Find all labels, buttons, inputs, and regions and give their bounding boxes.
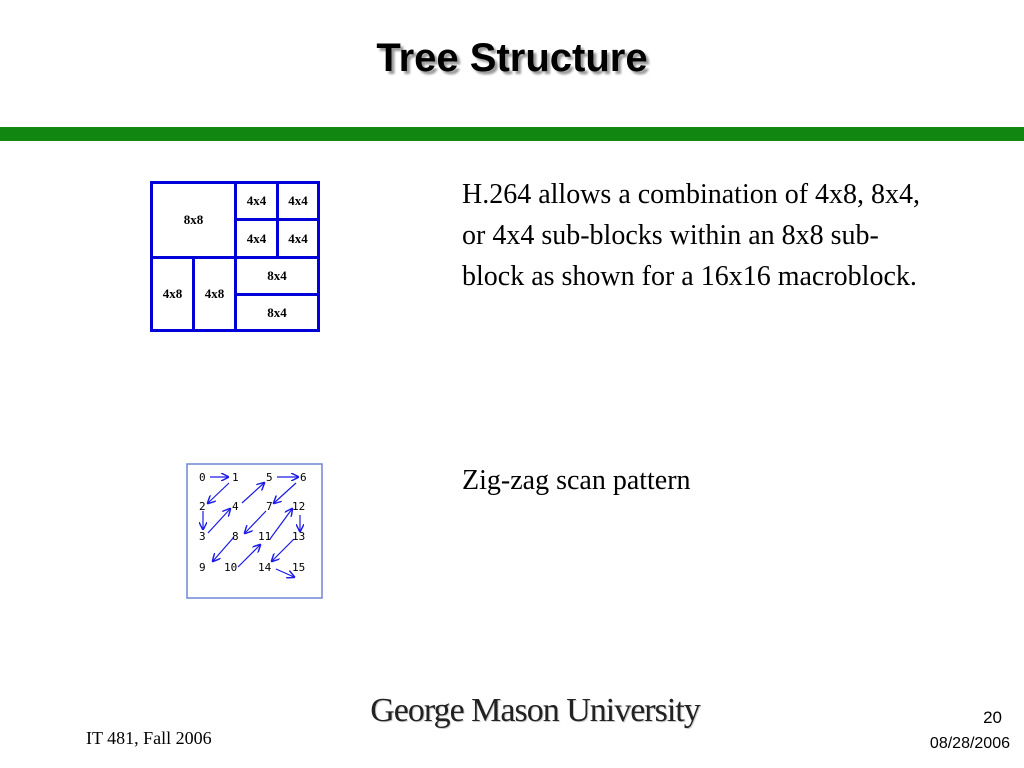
title-divider [0,127,1024,141]
slide-title: Tree Structure [376,36,648,80]
zigzag-description: Zig-zag scan pattern [462,465,691,496]
macroblock-diagram: 8x8 4x4 4x4 4x4 4x4 4x8 4x8 8x4 8x4 [150,181,320,332]
slide-date: 08/28/2006 [929,735,1010,752]
zz-num-14: 14 [258,561,272,574]
block-4x8-a: 4x8 [150,256,195,332]
zz-num-10: 10 [224,561,238,574]
zz-num-15: 15 [292,561,306,574]
zz-num-11: 11 [258,530,272,543]
block-8x8: 8x8 [150,181,237,259]
block-4x4-d: 4x4 [276,218,320,259]
zz-num-1: 1 [232,471,239,484]
zz-num-0: 0 [199,471,206,484]
zz-num-2: 2 [199,500,206,513]
zz-num-3: 3 [199,530,206,543]
slide-number: 20 [983,708,1002,727]
zz-num-4: 4 [232,500,239,513]
university-logo: George Mason University [370,692,701,729]
block-4x4-b: 4x4 [276,181,320,221]
zigzag-arrows [186,463,323,599]
block-4x4-c: 4x4 [234,218,279,259]
zz-num-13: 13 [292,530,306,543]
zigzag-scan-diagram: 0 1 5 6 2 4 7 12 3 8 11 13 9 10 14 15 [186,463,323,599]
course-label: IT 481, Fall 2006 [86,728,212,748]
block-8x4-a: 8x4 [234,256,320,296]
block-8x4-b: 8x4 [234,293,320,332]
zz-num-6: 6 [300,471,307,484]
block-4x8-b: 4x8 [192,256,237,332]
block-4x4-a: 4x4 [234,181,279,221]
macroblock-description: H.264 allows a combination of 4x8, 8x4, … [462,179,921,292]
zz-num-12: 12 [292,500,306,513]
zz-num-8: 8 [232,530,239,543]
zz-num-7: 7 [266,500,273,513]
zz-num-9: 9 [199,561,206,574]
zz-num-5: 5 [266,471,273,484]
